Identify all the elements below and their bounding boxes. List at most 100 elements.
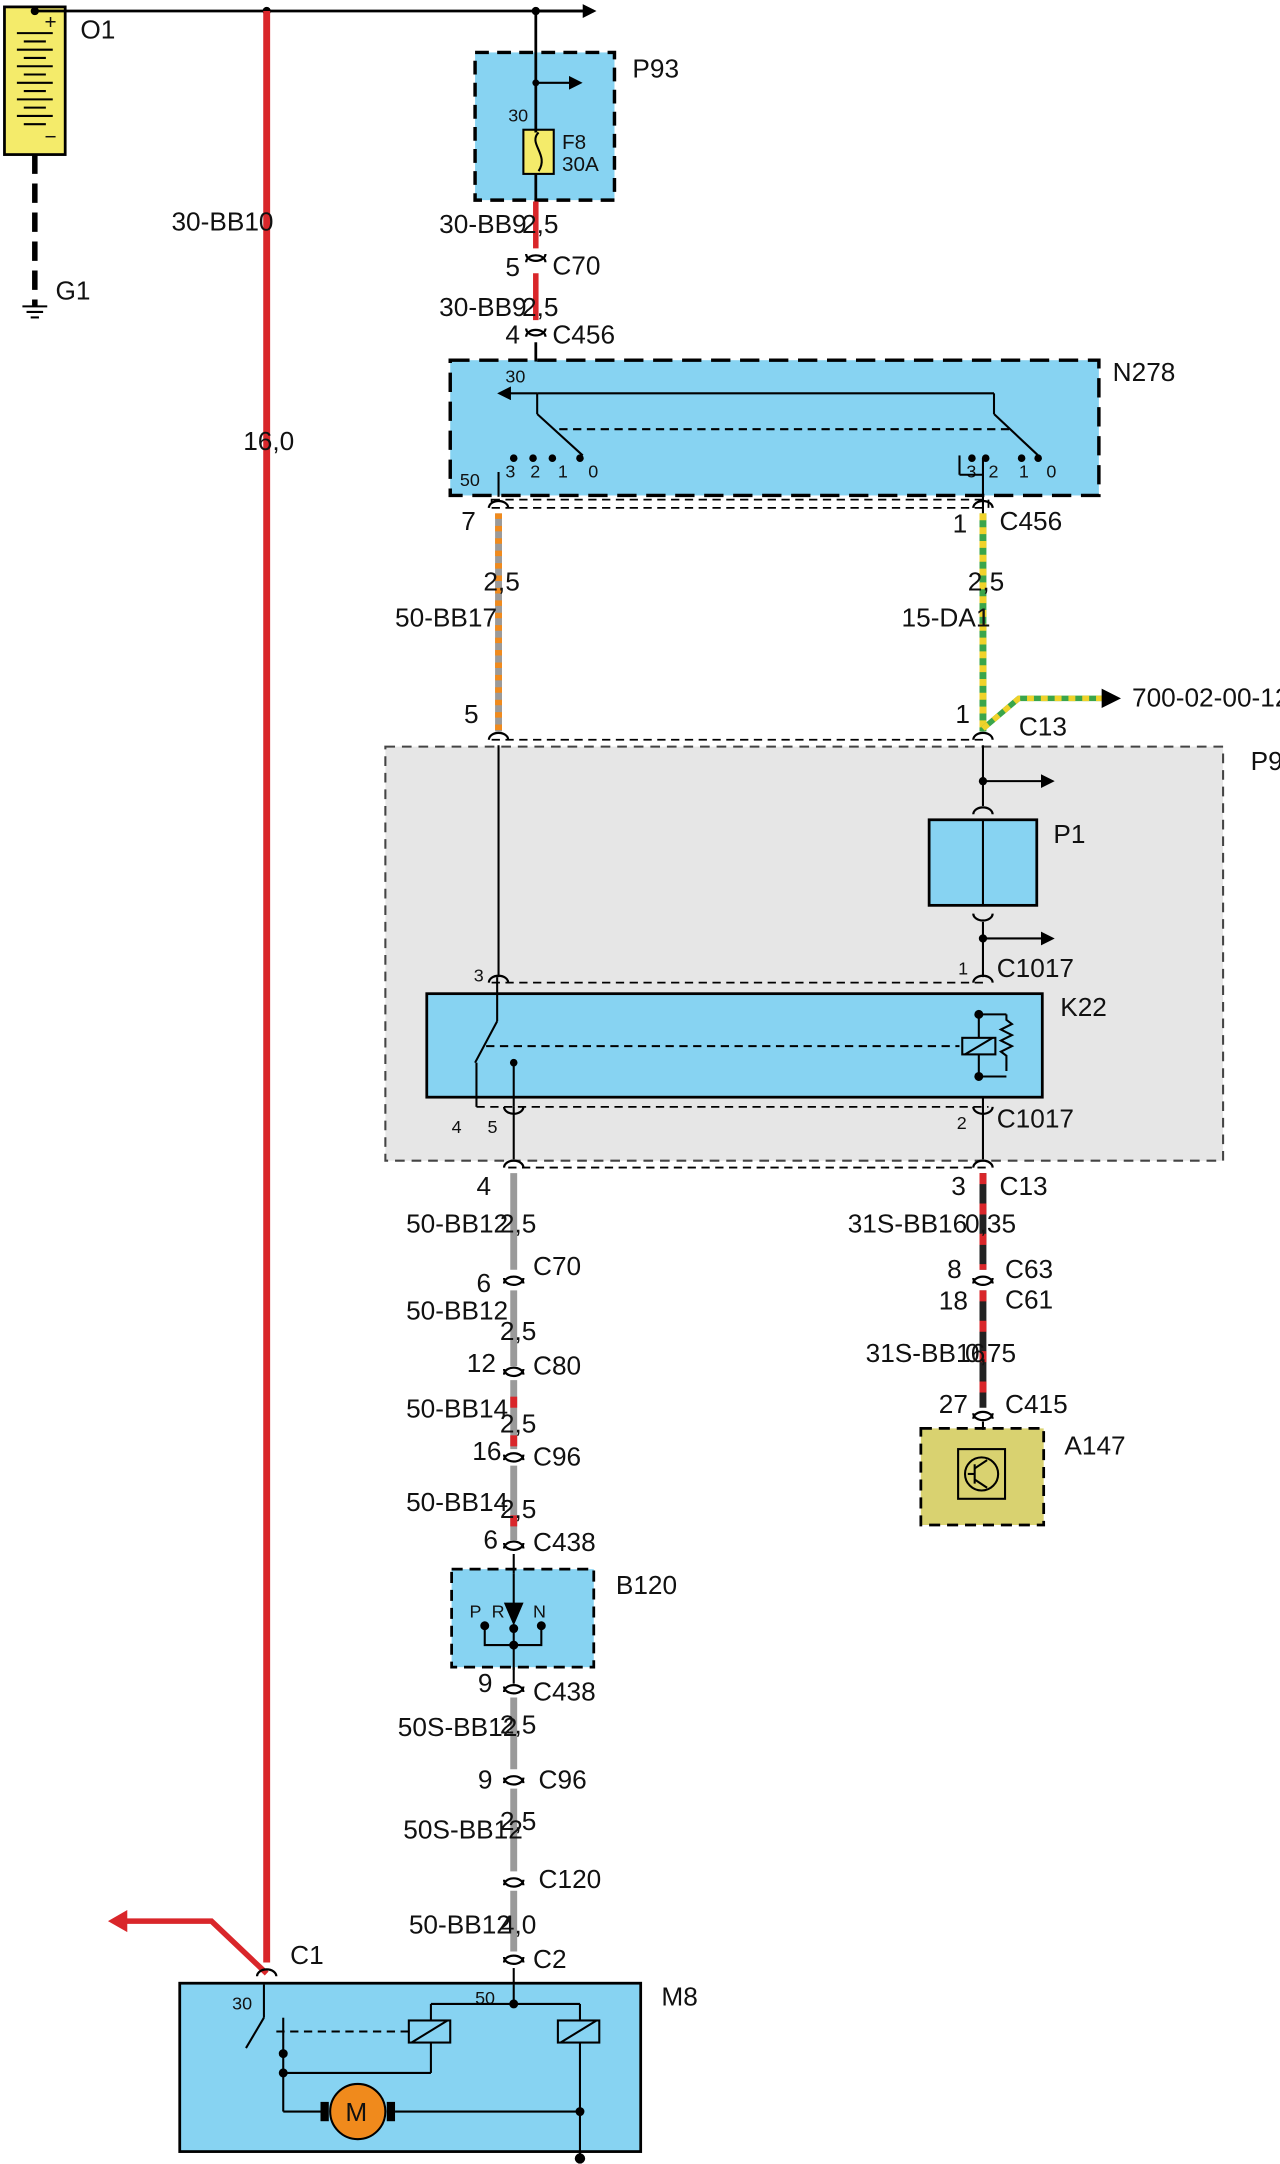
connector-pin: 5 (505, 252, 520, 282)
wire-gauge: 0,75 (965, 1338, 1016, 1368)
battery-minus-label: − (44, 126, 56, 149)
connector-id: C70 (533, 1251, 581, 1281)
connector-id: C1017 (997, 1104, 1074, 1134)
ignition-right-pos-1: 1 (1019, 462, 1029, 482)
wire-gauge: 2,5 (500, 1709, 536, 1739)
range-pos-p: P (470, 1601, 482, 1621)
wire-gauge: 0,35 (965, 1208, 1016, 1238)
ignition-left-pos-3: 3 (505, 462, 515, 482)
connector-pin: 12 (467, 1348, 496, 1378)
wire-code: 50-BB14 (406, 1487, 508, 1517)
wire-gauge: 2,5 (968, 567, 1004, 597)
starter-output-wire (124, 1918, 269, 1976)
relay-id: K22 (1060, 992, 1107, 1022)
wire-gauge: 2,5 (522, 209, 558, 239)
connector-id: C13 (1019, 712, 1067, 742)
wire-code: 50-BB12 (406, 1208, 508, 1238)
connector-id: C456 (1000, 506, 1063, 536)
connector-id: C96 (533, 1442, 581, 1472)
reference-label: 700-02-00-12 (1132, 683, 1280, 713)
starter-internals (245, 1984, 601, 2164)
starter-m8: M8 30 50 M (178, 1981, 698, 2164)
ignition-switch-n278: N278 30 50 3 2 1 0 3 2 1 0 (448, 357, 1176, 514)
wire-labels: 30-BB10 16,0 30-BB9 2,5 30-BB9 2,5 50-BB… (171, 206, 1016, 1939)
connector-pin: 3 (951, 1171, 966, 1201)
battery-icon (16, 32, 53, 126)
ignition-left-pos-2: 2 (530, 462, 540, 482)
connector-pin: 16 (472, 1436, 501, 1466)
relay-pin-2: 2 (957, 1113, 967, 1133)
wire-code: 50-BB12 (406, 1295, 508, 1325)
motor-icon (329, 2082, 387, 2141)
relay-pin-5: 5 (487, 1117, 497, 1137)
wire-code: 50-BB17 (395, 603, 497, 633)
wire-code: 50S-BB12 (403, 1814, 523, 1844)
connector-id: C120 (539, 1864, 602, 1894)
relay-pin-3: 3 (474, 965, 484, 985)
connector-pin: 7 (461, 506, 476, 536)
wire-code: 30-BB9 (439, 209, 526, 239)
fuse-rating: 30A (562, 153, 599, 176)
connector-id: C438 (533, 1527, 596, 1557)
ignition-left-pos-1: 1 (558, 462, 568, 482)
starter-pin-30: 30 (232, 1993, 252, 2013)
connector-marks (255, 253, 994, 1977)
fuse-box-id: P93 (632, 53, 679, 83)
relay-k22: K22 3 1 4 5 2 (425, 958, 1107, 1137)
connector-pin: 4 (476, 1171, 491, 1201)
immobilizer-box (919, 1427, 1046, 1527)
wire-code: 50-BB14 (406, 1393, 508, 1423)
connector-id: C415 (1005, 1389, 1068, 1419)
ignition-right-pos-3: 3 (966, 462, 976, 482)
wire-code: 31S-BB16 (866, 1338, 986, 1368)
wire-code: 30-BB10 (171, 206, 273, 236)
connector-pin: 1 (955, 699, 970, 729)
connector-id: C13 (1000, 1171, 1048, 1201)
transistor-icon (963, 1456, 1000, 1492)
connector-pin: 9 (478, 1765, 493, 1795)
wire-gauge: 2,5 (500, 1208, 536, 1238)
connector-pin: 8 (947, 1254, 962, 1284)
connector-labels: 5 C70 4 C456 7 1 C456 5 1 C13 700-02-00-… (290, 251, 1280, 1974)
range-switch-b120: B120 P R N (450, 1567, 677, 1670)
starter-box (178, 1981, 643, 2153)
connector-pin: 6 (483, 1524, 498, 1554)
relay-contacts (474, 977, 1015, 1107)
battery-plus-label: + (44, 11, 56, 34)
battery-box (3, 5, 67, 156)
fuse-p1-id: P1 (1053, 819, 1085, 849)
wire-gauge: 2,5 (500, 1409, 536, 1439)
range-pos-n: N (533, 1601, 546, 1621)
range-switch-box (450, 1567, 596, 1669)
connector-pin: 1 (953, 509, 968, 539)
ignition-pin-50: 50 (460, 470, 480, 490)
connector-id: C1017 (997, 953, 1074, 983)
fuse-pin: 30 (508, 105, 528, 125)
ground-id: G1 (56, 275, 91, 305)
connector-pin: 18 (939, 1286, 968, 1316)
connector-id: C61 (1005, 1284, 1053, 1314)
range-switch-contacts (480, 1573, 546, 1670)
connector-id: C456 (552, 320, 615, 350)
starter-id: M8 (661, 1981, 697, 2011)
battery-o1: + − O1 (3, 5, 115, 156)
wires (30, 4, 1121, 1985)
range-switch-id: B120 (616, 1570, 677, 1600)
wire-gauge: 2,5 (483, 567, 519, 597)
connector-id: C438 (533, 1676, 596, 1706)
fuse-id: F8 (562, 131, 586, 154)
ignition-id: N278 (1113, 357, 1176, 387)
wire-gauge: 2,5 (500, 1316, 536, 1346)
ground-icon (22, 305, 48, 319)
connector-pin: 4 (505, 320, 520, 350)
immobilizer-a147: A147 (919, 1427, 1126, 1527)
immobilizer-id: A147 (1064, 1431, 1125, 1461)
wire-gauge: 2,5 (522, 292, 558, 322)
junction-box-id: P91 (1251, 746, 1280, 776)
connector-id: C2 (533, 1944, 567, 1974)
wire-gauge: 16,0 (243, 426, 294, 456)
connector-pin: 6 (476, 1268, 491, 1298)
wire-gauge: 4,0 (500, 1910, 536, 1940)
wire-code: 30-BB9 (439, 292, 526, 322)
